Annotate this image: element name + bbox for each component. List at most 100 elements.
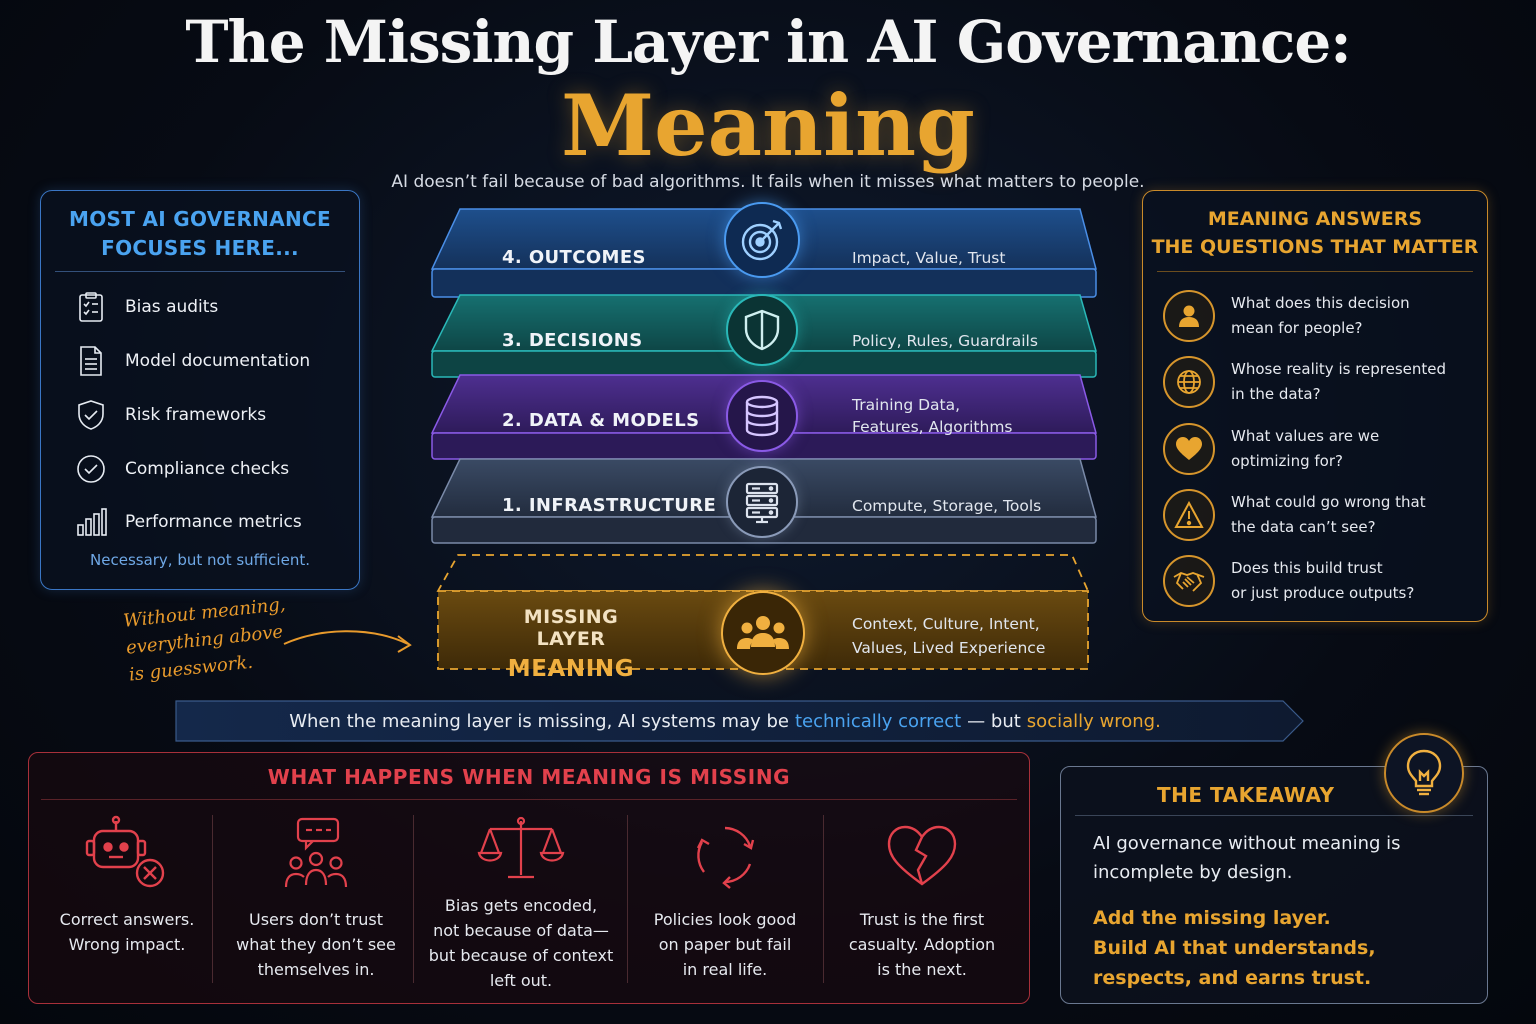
- bar-chart-icon: [75, 506, 107, 538]
- focus-item-label: Compliance checks: [125, 459, 290, 479]
- consequence-text: Policies look good on paper but fail in …: [633, 907, 817, 982]
- layer-outcomes-desc: Impact, Value, Trust: [852, 247, 1005, 269]
- consequence-line: casualty. Adoption: [848, 935, 996, 954]
- consequence-line: Correct answers.: [59, 910, 195, 929]
- consequence-line: Bias gets encoded,: [444, 896, 598, 915]
- missing-layer-title: MISSING LAYER: [523, 606, 619, 650]
- question-item: Does this build trust or just produce ou…: [1163, 554, 1461, 608]
- panel-divider: [1075, 815, 1473, 816]
- globe-icon: [1163, 356, 1215, 408]
- consequence-line: not because of data—: [433, 921, 609, 940]
- consequence-line: left out.: [489, 971, 553, 990]
- consequence-line: in real life.: [682, 960, 768, 979]
- question-item: What does this decision mean for people?: [1163, 289, 1461, 343]
- consequence-line: on paper but fail: [658, 935, 792, 954]
- layer-infrastructure-desc-line1: Compute, Storage, Tools: [852, 497, 1042, 515]
- question-line2: or just produce outputs?: [1231, 584, 1415, 602]
- layer-data-models-desc: Training Data, Features, Algorithms: [852, 394, 1013, 438]
- question-line1: Does this build trust: [1231, 559, 1383, 577]
- shield-check-icon: [75, 399, 107, 431]
- question-item: What values are we optimizing for?: [1163, 422, 1461, 476]
- focus-item-label: Performance metrics: [125, 512, 302, 532]
- layer-data-models-desc-line1: Training Data,: [852, 396, 961, 414]
- page-subtitle: AI doesn’t fail because of bad algorithm…: [391, 172, 1145, 192]
- consequence-line: Trust is the first: [859, 910, 985, 929]
- layer-decisions-desc-line1: Policy, Rules, Guardrails: [852, 332, 1038, 350]
- layer-data-models-desc-line2: Features, Algorithms: [852, 418, 1013, 436]
- meaning-questions-title: MEANING ANSWERS THE QUESTIONS THAT MATTE…: [1143, 205, 1487, 261]
- layer-meaning-label: MISSING LAYER MEANING: [496, 606, 646, 682]
- question-item: What could go wrong that the data can’t …: [1163, 488, 1461, 542]
- banner-text-part1: When the meaning layer is missing, AI sy…: [289, 710, 789, 732]
- question-line2: mean for people?: [1231, 319, 1363, 337]
- question-line2: the data can’t see?: [1231, 518, 1376, 536]
- warning-icon: [1163, 489, 1215, 541]
- panel-divider: [55, 271, 345, 272]
- consequence-line: Wrong impact.: [68, 935, 186, 954]
- governance-focus-panel: MOST AI GOVERNANCE FOCUSES HERE... Bias …: [40, 190, 360, 590]
- users-chat-icon: [221, 815, 411, 895]
- takeaway-body-line2: incomplete by design.: [1093, 862, 1293, 883]
- layer-meaning-desc: Context, Culture, Intent, Values, Lived …: [852, 612, 1045, 660]
- consequence-line: Policies look good: [653, 910, 797, 929]
- layer-decisions-desc: Policy, Rules, Guardrails: [852, 330, 1038, 352]
- focus-item-compliance-checks: Compliance checks: [75, 452, 289, 486]
- banner-highlight-social: socially wrong.: [1026, 710, 1161, 732]
- takeaway-body: AI governance without meaning is incompl…: [1093, 829, 1463, 887]
- lightbulb-icon: [1384, 733, 1464, 813]
- question-line1: Whose reality is represented: [1231, 360, 1447, 378]
- check-circle-icon: [75, 453, 107, 485]
- consequence-line: what they don’t see: [236, 935, 396, 954]
- consequence-line: themselves in.: [257, 960, 375, 979]
- question-text: Whose reality is represented in the data…: [1231, 357, 1461, 407]
- focus-item-label: Model documentation: [125, 351, 311, 371]
- banner-shape: [175, 700, 1304, 742]
- question-line2: in the data?: [1231, 385, 1321, 403]
- shield-icon: [726, 294, 798, 366]
- question-text: What could go wrong that the data can’t …: [1231, 490, 1461, 540]
- page-title: The Missing Layer in AI Governance:: [185, 8, 1351, 76]
- cycle-arrows-icon: [633, 815, 817, 895]
- consequences-panel: WHAT HAPPENS WHEN MEANING IS MISSING Cor…: [28, 752, 1030, 1004]
- column-separator: [823, 815, 824, 983]
- consequence-text: Users don’t trust what they don’t see th…: [221, 907, 411, 982]
- focus-item-label: Bias audits: [125, 297, 219, 317]
- governance-focus-title-line1: MOST AI GOVERNANCE: [69, 207, 331, 231]
- document-icon: [75, 345, 107, 377]
- banner-text: When the meaning layer is missing, AI sy…: [175, 700, 1275, 742]
- consequence-item: Users don’t trust what they don’t see th…: [221, 815, 411, 995]
- layer-meaning-desc-line2: Values, Lived Experience: [852, 639, 1046, 657]
- takeaway-title: THE TAKEAWAY: [1157, 783, 1335, 807]
- question-item: Whose reality is represented in the data…: [1163, 355, 1461, 409]
- server-icon: [726, 466, 798, 538]
- page-title-highlight: Meaning: [561, 76, 975, 175]
- consequence-item: Bias gets encoded, not because of data— …: [421, 809, 621, 990]
- people-group-icon: [721, 591, 805, 675]
- takeaway-body-line1: AI governance without meaning is: [1093, 833, 1401, 854]
- consequences-title: WHAT HAPPENS WHEN MEANING IS MISSING: [267, 765, 791, 789]
- consequence-line: but because of context: [428, 946, 614, 965]
- layer-infrastructure-desc: Compute, Storage, Tools: [852, 495, 1041, 517]
- consequence-line: Users don’t trust: [248, 910, 384, 929]
- column-separator: [212, 815, 213, 983]
- focus-item-performance-metrics: Performance metrics: [75, 505, 302, 539]
- meaning-questions-panel: MEANING ANSWERS THE QUESTIONS THAT MATTE…: [1142, 190, 1488, 622]
- focus-item-risk-frameworks: Risk frameworks: [75, 398, 266, 432]
- takeaway-call-to-action: Add the missing layer. Build AI that und…: [1093, 903, 1473, 993]
- takeaway-cta-line3: respects, and earns trust.: [1093, 967, 1372, 989]
- robot-error-icon: [39, 815, 215, 895]
- layer-infrastructure-label: 1. INFRASTRUCTURE: [502, 495, 717, 516]
- meaning-questions-title-line2: THE QUESTIONS THAT MATTER: [1151, 236, 1479, 258]
- takeaway-cta-line2: Build AI that understands,: [1093, 937, 1376, 959]
- missing-layer-name: MEANING: [507, 656, 635, 682]
- layer-data-models-label: 2. DATA & MODELS: [502, 410, 700, 431]
- meaning-questions-title-line1: MEANING ANSWERS: [1207, 208, 1423, 230]
- consequence-item: Trust is the first casualty. Adoption is…: [829, 815, 1015, 995]
- target-icon: [724, 202, 800, 278]
- consequence-item: Correct answers. Wrong impact.: [39, 815, 215, 995]
- takeaway-cta-line1: Add the missing layer.: [1093, 907, 1331, 929]
- focus-item-label: Risk frameworks: [125, 405, 267, 425]
- layer-meaning-desc-line1: Context, Culture, Intent,: [852, 615, 1040, 633]
- checklist-icon: [75, 291, 107, 323]
- layer-outcomes-label: 4. OUTCOMES: [502, 247, 646, 268]
